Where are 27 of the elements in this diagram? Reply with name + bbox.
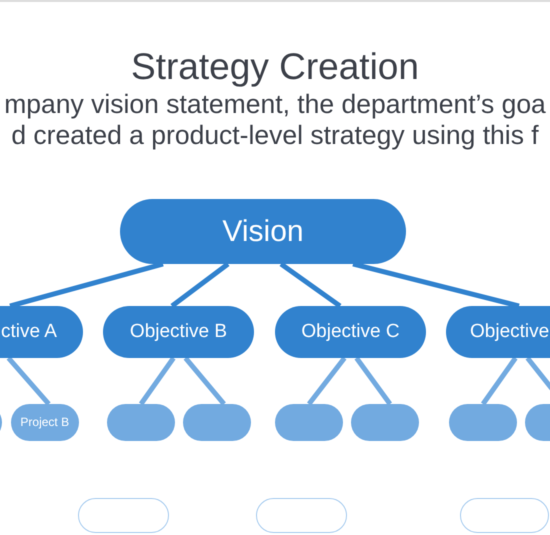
connector-line [184,356,226,406]
objective-pill: Objective B [103,306,254,358]
project-pill [449,404,517,441]
project-pill [107,404,175,441]
subtitle-text: mpany vision statement, the department’s goa [4,89,546,120]
connector-line [480,356,518,406]
objective-pill: Objective C [275,306,426,358]
outline-pill [460,498,549,533]
project-pill [351,404,419,441]
project-pill [275,404,343,441]
connector-line [307,356,346,406]
connector-line [138,356,176,406]
connector-line [280,262,342,308]
project-pill [183,404,251,441]
project-pill: Project B [10,404,79,441]
objective-pill: ctive A [0,306,83,358]
connector-line [170,262,230,308]
outline-pill [78,498,169,533]
subtitle-text: d created a product-level strategy using this f [11,120,539,151]
connector-line [354,356,392,406]
connector-line [9,262,164,308]
connector-line [6,356,51,406]
diagram-title: Strategy Creation [131,45,419,89]
outline-pill [256,498,347,533]
objective-pill: Objective [446,306,550,358]
connector-line [352,262,520,308]
vision-pill: Vision [120,199,406,264]
